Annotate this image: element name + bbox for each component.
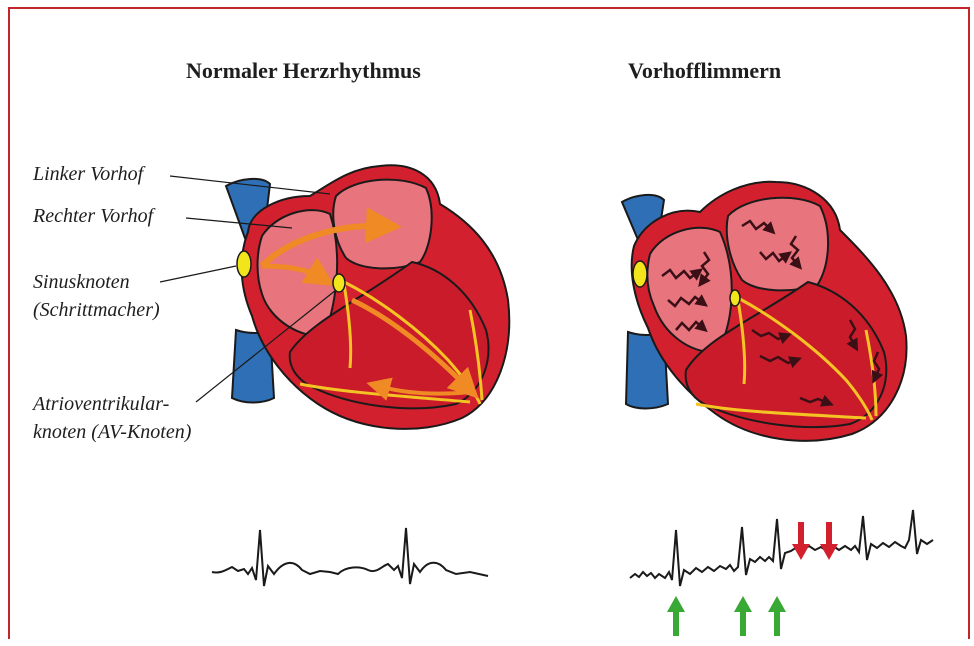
- av-node: [333, 274, 345, 292]
- green-arrow-up-2: [734, 596, 752, 636]
- red-arrow-down-1: [792, 522, 810, 560]
- heart-afib: [622, 182, 907, 441]
- ecg-afib: [630, 510, 933, 586]
- leader-sinus-node: [160, 266, 236, 282]
- green-arrow-up-1: [667, 596, 685, 636]
- afib-sinus-node: [633, 261, 647, 287]
- green-arrow-up-3: [768, 596, 786, 636]
- red-arrow-down-2: [820, 522, 838, 560]
- heart-normal: [226, 165, 509, 429]
- sinus-node: [237, 251, 251, 277]
- afib-left-atrium: [727, 198, 828, 291]
- afib-av-node: [730, 290, 740, 306]
- ecg-normal: [212, 528, 488, 586]
